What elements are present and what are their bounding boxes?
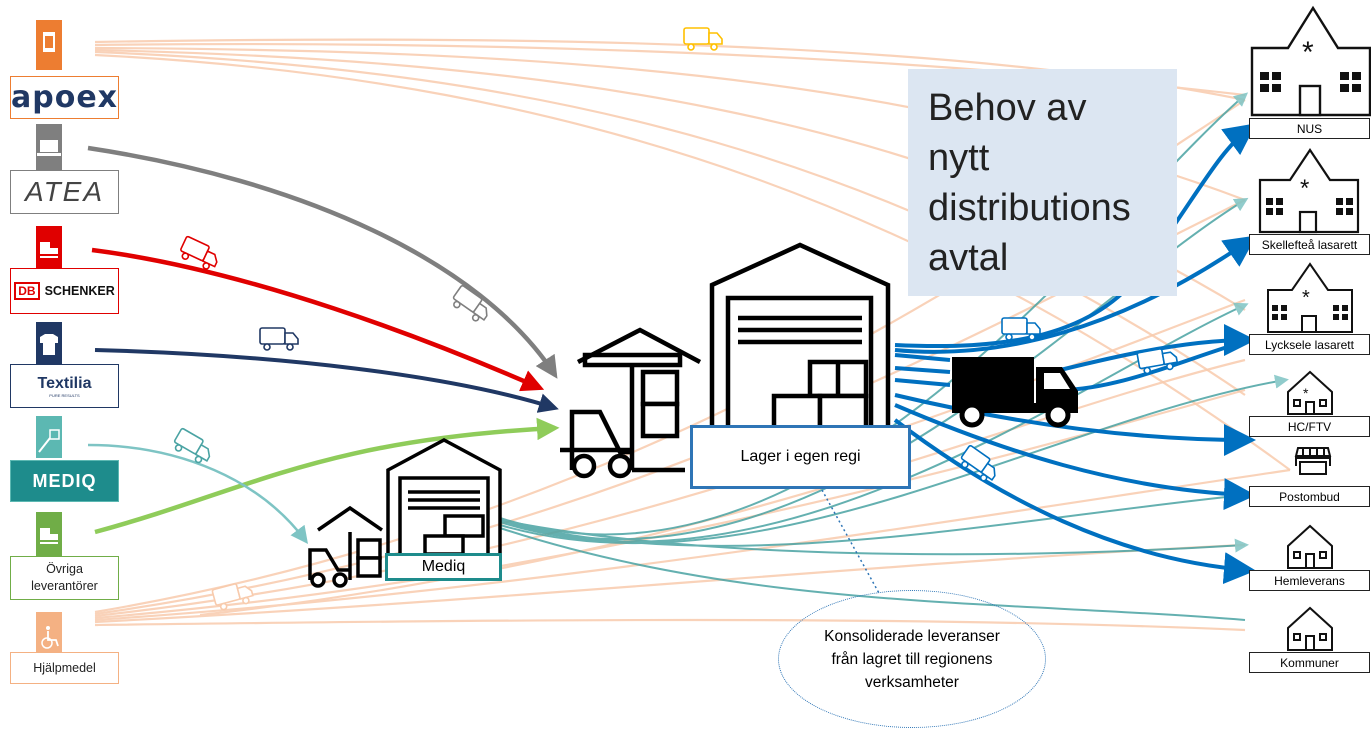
main-warehouse-label-text: Lager i egen regi bbox=[740, 448, 861, 465]
mediq-warehouse-label: Mediq bbox=[385, 553, 502, 581]
schenker-badge: DB bbox=[14, 282, 40, 300]
hospital-icon: * bbox=[1250, 5, 1371, 117]
hjalpmedel-label-text: Hjälpmedel bbox=[33, 661, 96, 675]
note-line: verksamheter bbox=[865, 673, 959, 691]
mediq-logo: MEDIQ bbox=[10, 460, 119, 502]
ovriga-label: Övriga leverantörer bbox=[10, 556, 119, 600]
svg-text:*: * bbox=[1300, 175, 1309, 202]
home-icon bbox=[1287, 606, 1333, 651]
health-center-icon: * bbox=[1287, 370, 1333, 415]
textilia-flow bbox=[94, 348, 559, 413]
atea-logo: ATEA bbox=[10, 170, 119, 214]
distribution-truck-icon bbox=[952, 357, 1078, 428]
svg-text:*: * bbox=[1302, 36, 1314, 69]
textilia-logo: Textilia PURE RESULTS bbox=[10, 364, 119, 408]
textilia-shirt-icon bbox=[36, 322, 62, 370]
home-icon bbox=[1287, 524, 1333, 569]
atea-flow bbox=[87, 145, 558, 379]
destination-label-postombud: Postombud bbox=[1249, 486, 1370, 507]
destination-label-hemleverans: Hemleverans bbox=[1249, 570, 1370, 591]
mediq-warehouse-label-text: Mediq bbox=[421, 558, 466, 575]
schenker-truck-icon bbox=[36, 226, 62, 268]
destination-label-lycksele: Lycksele lasarett bbox=[1249, 334, 1370, 355]
mediq-medical-icon bbox=[36, 416, 62, 458]
callout-line: avtal bbox=[928, 237, 1009, 279]
schenker-logo: DB SCHENKER bbox=[10, 268, 119, 314]
apoex-logo: apoex bbox=[10, 76, 119, 119]
destination-label-hc-ftv: HC/FTV bbox=[1249, 416, 1370, 437]
note-line: från lagret till regionens bbox=[831, 650, 993, 668]
atea-laptop-icon bbox=[36, 124, 62, 170]
warehouse-to-truck-lines bbox=[894, 353, 951, 387]
schenker-flow bbox=[91, 247, 545, 392]
note-line: Konsoliderade leveranser bbox=[824, 627, 1000, 645]
callout-line: Behov av bbox=[928, 87, 1087, 129]
truck-icon bbox=[1001, 317, 1041, 341]
consolidation-note: Konsoliderade leveranser från lagret til… bbox=[778, 590, 1046, 728]
hjalpmedel-label: Hjälpmedel bbox=[10, 652, 119, 684]
truck-icon bbox=[211, 583, 254, 611]
truck-icon bbox=[683, 27, 723, 51]
truck-icon bbox=[1136, 348, 1179, 375]
ovriga-truck-icon bbox=[36, 512, 62, 556]
ovriga-label-text: Övriga leverantörer bbox=[31, 562, 98, 593]
hjalpmedel-wheelchair-icon bbox=[36, 612, 62, 652]
callout-line: distributions bbox=[928, 187, 1131, 229]
destination-label-skelleftea: Skellefteå lasarett bbox=[1249, 234, 1370, 255]
callout-box: Behov av nytt distributions avtal bbox=[908, 69, 1177, 296]
ovriga-flow bbox=[94, 417, 560, 535]
destination-label-nus: NUS bbox=[1249, 118, 1370, 139]
callout-line: nytt bbox=[928, 137, 990, 179]
truck-icon bbox=[452, 284, 488, 322]
svg-text:*: * bbox=[1302, 287, 1310, 309]
atea-logo-text: ATEA bbox=[24, 176, 105, 207]
schenker-logo-text: SCHENKER bbox=[44, 284, 115, 298]
destination-label-kommuner: Kommuner bbox=[1249, 652, 1370, 673]
truck-icon bbox=[173, 427, 211, 464]
mediq-logo-text: MEDIQ bbox=[32, 470, 97, 491]
apoex-medicine-icon bbox=[36, 20, 62, 70]
truck-icon bbox=[960, 444, 996, 482]
mediq-to-mediq-warehouse-flow bbox=[87, 443, 309, 544]
truck-icon bbox=[259, 327, 299, 351]
apoex-logo-text: apoex bbox=[10, 80, 119, 115]
main-warehouse-label: Lager i egen regi bbox=[690, 425, 911, 489]
shop-icon bbox=[1294, 447, 1332, 475]
svg-text:*: * bbox=[1303, 385, 1309, 401]
truck-icon bbox=[180, 235, 218, 270]
hospital-icon: * bbox=[1267, 262, 1353, 333]
textilia-logo-text: Textilia bbox=[37, 374, 92, 392]
hospital-icon: * bbox=[1258, 148, 1360, 234]
textilia-tagline: PURE RESULTS bbox=[49, 392, 80, 398]
